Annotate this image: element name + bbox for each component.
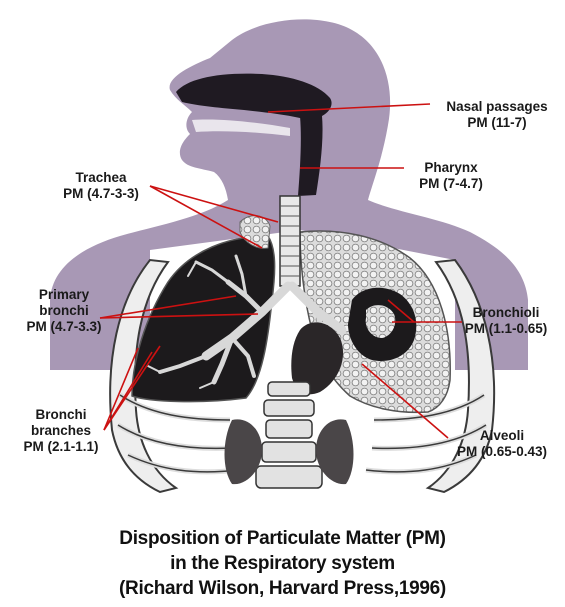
bronchioli-name: Bronchioli <box>450 305 562 321</box>
label-bronchioli: Bronchioli PM (1.1-0.65) <box>450 305 562 337</box>
trachea-pm: PM (4.7-3-3) <box>46 186 156 202</box>
label-trachea: Trachea PM (4.7-3-3) <box>46 170 156 202</box>
pharynx-name: Pharynx <box>396 160 506 176</box>
alveoli-name: Alveoli <box>440 428 564 444</box>
trachea <box>280 196 300 286</box>
primary-bronchi-pm: PM (4.7-3.3) <box>14 319 114 335</box>
trachea-name: Trachea <box>46 170 156 186</box>
label-nasal-passages: Nasal passages PM (11-7) <box>432 99 562 131</box>
primary-bronchi-name-2: bronchi <box>14 303 114 319</box>
caption-line-1: Disposition of Particulate Matter (PM) <box>0 527 565 551</box>
label-primary-bronchi: Primary bronchi PM (4.7-3.3) <box>14 287 114 335</box>
caption-line-3: (Richard Wilson, Harvard Press,1996) <box>0 577 565 601</box>
pharynx-pm: PM (7-4.7) <box>396 176 506 192</box>
alveoli-pm: PM (0.65-0.43) <box>440 444 564 460</box>
label-bronchi-branches: Bronchi branches PM (2.1-1.1) <box>6 407 116 455</box>
bronchioli-pm: PM (1.1-0.65) <box>450 321 562 337</box>
label-pharynx: Pharynx PM (7-4.7) <box>396 160 506 192</box>
bronchi-branches-name-2: branches <box>6 423 116 439</box>
label-alveoli: Alveoli PM (0.65-0.43) <box>440 428 564 460</box>
spine <box>256 382 322 488</box>
primary-bronchi-name-1: Primary <box>14 287 114 303</box>
caption-line-2: in the Respiratory system <box>0 552 565 576</box>
nasal-passages-pm: PM (11-7) <box>432 115 562 131</box>
bronchi-branches-name-1: Bronchi <box>6 407 116 423</box>
nasal-passages-name: Nasal passages <box>432 99 562 115</box>
bronchi-branches-pm: PM (2.1-1.1) <box>6 439 116 455</box>
